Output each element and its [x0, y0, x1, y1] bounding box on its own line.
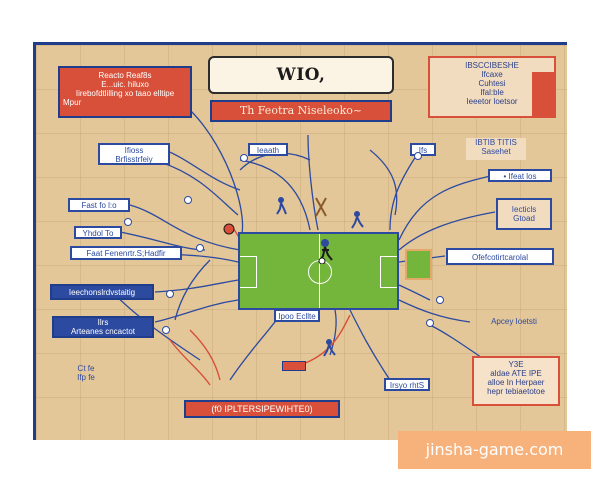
right-box-5: Apcey Ioetsti — [470, 316, 558, 328]
right-box-4: Ofefcotirtcarolal — [446, 248, 554, 265]
right-box-1-line1: IBTIB TITIS — [475, 138, 517, 147]
right-box-2: • Ifeat los — [488, 169, 552, 182]
right-box-3: Iecticls Gtoad — [496, 198, 552, 230]
player-icon-center — [318, 239, 333, 264]
top-right-line1: IBSCCIBESHE — [465, 61, 519, 70]
diagram-title: WIO, LIREMPARAITIT — [208, 56, 394, 119]
left-box-7-line1: Ct fe — [77, 364, 95, 373]
player-icon-bottom — [323, 339, 336, 357]
node-7 — [436, 296, 444, 304]
left-box-5: Ieechonslrdvstaitig — [50, 284, 154, 300]
node-6 — [426, 319, 434, 327]
left-box-4: Faat Fenenrtr.S;Hadfir — [70, 246, 182, 260]
diagram-subtitle: Th Feotra Niseleoko~ — [210, 100, 392, 122]
top-right-line4: Ifal:ble — [480, 88, 504, 97]
ball-icon-left — [223, 223, 235, 235]
player-icon-top-mid — [315, 197, 327, 217]
left-box-6-line2: Arteanes cncactot — [70, 327, 136, 336]
right-box-5-label: Apcey Ioetsti — [491, 317, 537, 326]
right-box-6-line4: hepr tebiaetotoe — [487, 387, 545, 396]
right-box-4-label: Ofefcotirtcarolal — [471, 253, 529, 262]
left-box-2-label: Fast fo l:o — [81, 201, 117, 210]
top-right-line3: Cuhtesi — [478, 79, 506, 88]
left-box-1-line1: Ifioss — [124, 146, 144, 155]
node-5 — [414, 152, 422, 160]
top-left-line1: Reacto Reaf8s — [98, 71, 152, 80]
right-box-1-line2: Sasehet — [481, 147, 511, 156]
mid-bottom-label-2: Irsyo rhtS — [384, 378, 430, 391]
mini-pitch — [405, 249, 432, 280]
node-4 — [240, 154, 248, 162]
mid-top-label-1: Ieaath — [248, 143, 288, 156]
right-box-3-line2: Gtoad — [513, 214, 535, 223]
top-right-line2: Ifcaxe — [481, 70, 503, 79]
mid-bottom-label-2-text: Irsyo rhtS — [389, 381, 425, 390]
left-box-4-label: Faat Fenenrtr.S;Hadfir — [86, 249, 166, 258]
right-box-6-line1: Y3E — [508, 360, 524, 369]
right-box-6: Y3E aldae ATE IPE alloe In Herpaer hepr … — [472, 356, 560, 406]
bottom-banner: (f0 IPLTERSIPEWIHTE0) — [184, 400, 340, 418]
football-pitch — [238, 232, 399, 310]
top-left-line4: Mpur — [63, 98, 82, 107]
mid-top-label-2-text: Ifs — [418, 146, 428, 155]
mid-bottom-label: Ipoo Ecllte — [274, 309, 320, 322]
node-2 — [166, 290, 174, 298]
left-box-2: Fast fo l:o — [68, 198, 130, 212]
left-box-1: Ifioss Brfisstrfeiy — [98, 143, 170, 165]
left-box-3: Yhdol To — [74, 226, 122, 239]
right-box-6-line3: alloe In Herpaer — [487, 378, 545, 387]
left-box-3-label: Yhdol To — [82, 229, 114, 238]
pitch-right-penalty-box — [380, 256, 397, 288]
node-9 — [124, 218, 132, 226]
top-right-red-tab — [532, 72, 556, 118]
left-box-6: Ilrs Arteanes cncactot — [52, 316, 154, 338]
top-left-line2: E...uic. hiluxo — [101, 80, 149, 89]
left-box-7-line2: Ifp fe — [77, 373, 95, 382]
mid-top-label-1-text: Ieaath — [256, 146, 280, 155]
right-box-1: IBTIB TITIS Sasehet — [466, 138, 526, 160]
left-box-5-label: Ieechonslrdvstaitig — [68, 288, 136, 297]
right-box-2-label: • Ifeat los — [503, 172, 537, 181]
right-box-6-line2: aldae ATE IPE — [490, 369, 542, 378]
top-left-info-box: Reacto Reaf8s E...uic. hiluxo Iirebofdtl… — [58, 66, 192, 118]
top-left-line3: Iirebofdtlilling xo taao elltipe — [75, 89, 175, 98]
left-box-1-line2: Brfisstrfeiy — [115, 155, 153, 164]
pitch-left-penalty-box — [240, 256, 257, 288]
node-8 — [184, 196, 192, 204]
mid-bottom-label-text: Ipoo Ecllte — [278, 312, 316, 321]
player-icon-top-left — [276, 197, 287, 215]
watermark-label: jinsha-game.com — [398, 431, 591, 469]
red-marker-bar — [282, 361, 306, 371]
player-icon-top-right — [351, 211, 364, 229]
top-right-line5: Ieeetor loetsor — [466, 97, 518, 106]
left-box-6-line1: Ilrs — [97, 318, 109, 327]
bottom-banner-label: (f0 IPLTERSIPEWIHTE0) — [211, 404, 313, 414]
node-1 — [196, 244, 204, 252]
left-box-7: Ct fe Ifp fe — [66, 364, 106, 386]
node-3 — [162, 326, 170, 334]
right-box-3-line1: Iecticls — [511, 205, 537, 214]
